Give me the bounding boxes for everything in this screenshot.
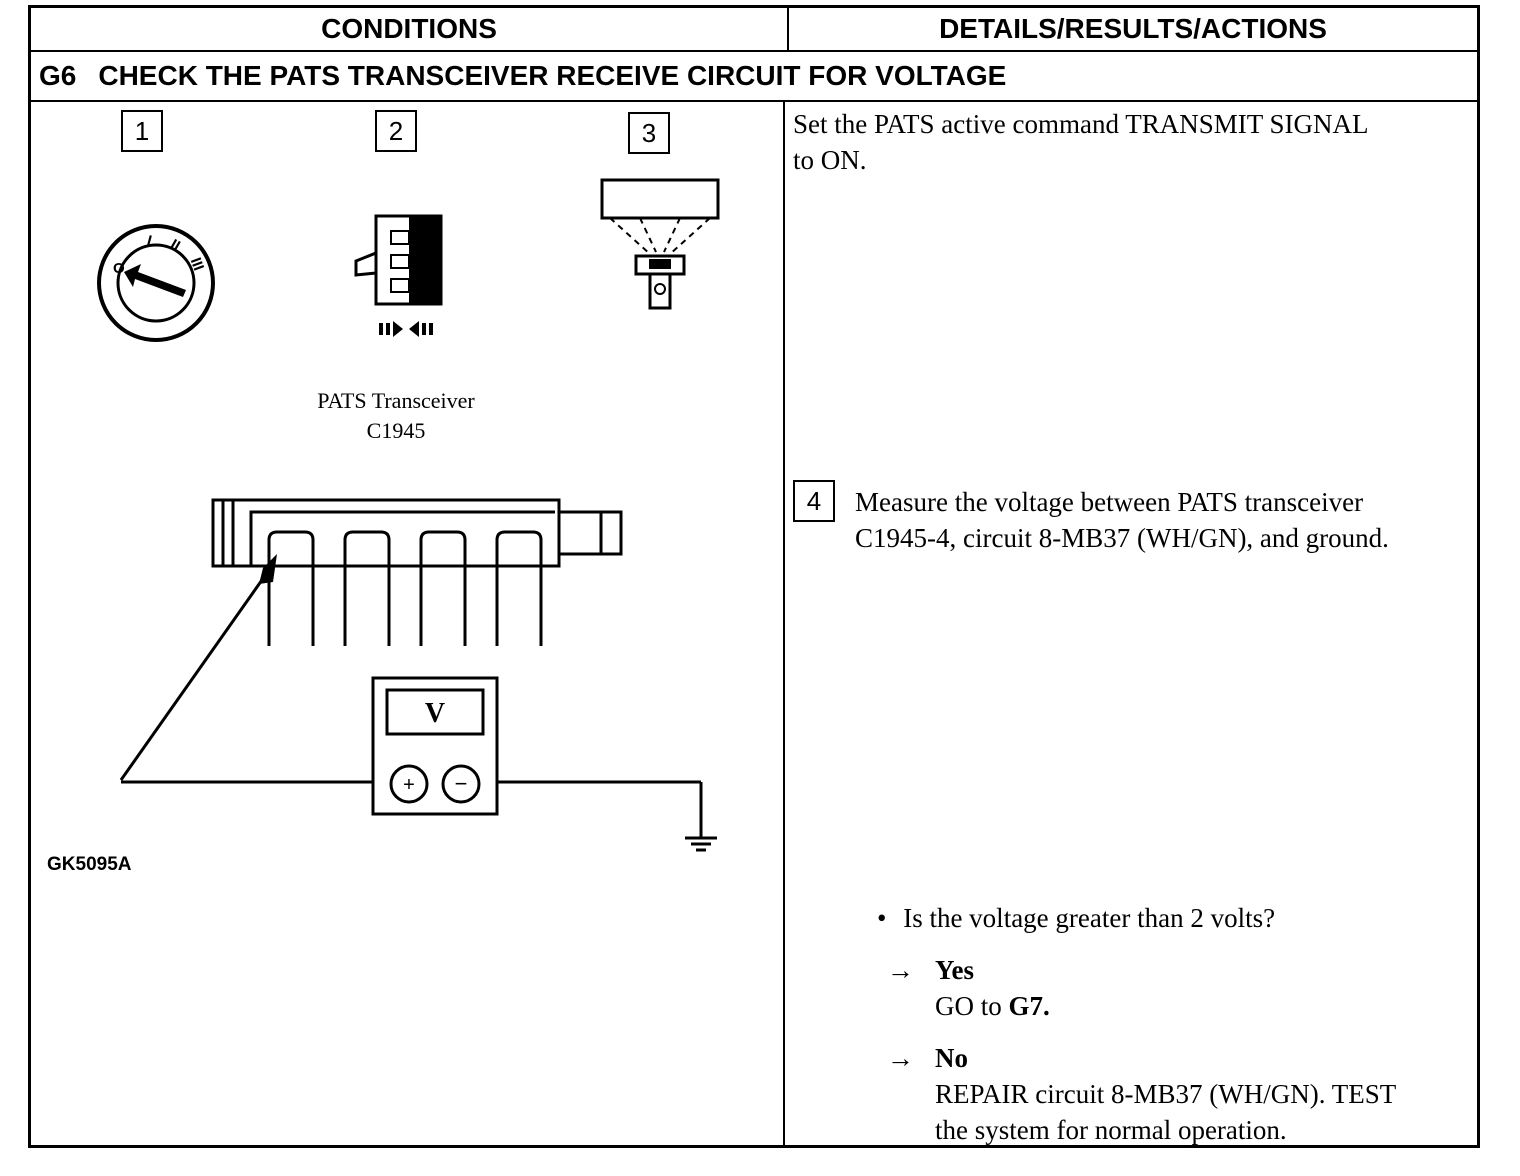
details-header: DETAILS/RESULTS/ACTIONS xyxy=(789,8,1477,52)
instruction-4-line1: Measure the voltage between PATS transce… xyxy=(855,487,1364,517)
connector-label: PATS Transceiver C1945 xyxy=(271,386,521,446)
question-text: Is the voltage greater than 2 volts? xyxy=(903,903,1276,933)
ignition-pos-1: I xyxy=(145,232,153,250)
instruction-1: Set the PATS active command TRANSMIT SIG… xyxy=(793,106,1473,178)
no-arrow: → xyxy=(887,1043,914,1073)
connector-label-id: C1945 xyxy=(366,418,426,443)
step-title: CHECK THE PATS TRANSCEIVER RECEIVE CIRCU… xyxy=(98,60,1007,91)
voltage-measurement-diagram: V + − xyxy=(119,498,717,852)
step-code: G6 xyxy=(39,60,77,91)
connector-label-name: PATS Transceiver xyxy=(317,388,475,413)
step-number-1: 1 xyxy=(121,110,163,152)
step-number-4: 4 xyxy=(793,480,835,522)
instruction-4-line2: C1945-4, circuit 8-MB37 (WH/GN), and gro… xyxy=(855,523,1389,553)
no-label: No xyxy=(935,1043,968,1073)
meter-plus-terminal: + xyxy=(403,774,415,796)
meter-minus-terminal: − xyxy=(455,771,468,796)
figure-id: GK5095A xyxy=(47,854,132,875)
ignition-key-icon: O I II III xyxy=(97,224,215,342)
question: • Is the voltage greater than 2 volts? xyxy=(877,900,1437,936)
meter-display: V xyxy=(425,698,445,729)
ignition-pos-2: II xyxy=(167,236,183,255)
yes-ref: G7. xyxy=(1008,991,1050,1021)
diagnostic-table: CONDITIONS DETAILS/RESULTS/ACTIONS G6 CH… xyxy=(28,5,1480,1148)
instruction-1-line2: to ON. xyxy=(793,145,867,175)
conditions-header: CONDITIONS xyxy=(31,8,789,52)
ignition-pos-off: O xyxy=(113,260,125,277)
scan-tool-icon xyxy=(600,178,720,310)
no-text-line1: REPAIR circuit 8-MB37 (WH/GN). TEST xyxy=(935,1079,1397,1109)
instruction-4: Measure the voltage between PATS transce… xyxy=(855,484,1475,556)
yes-text: GO to xyxy=(935,991,1009,1021)
instruction-1-line1: Set the PATS active command TRANSMIT SIG… xyxy=(793,109,1369,139)
column-divider xyxy=(783,102,785,1148)
connector-disconnect-icon xyxy=(354,214,443,337)
no-branch: No REPAIR circuit 8-MB37 (WH/GN). TEST t… xyxy=(935,1040,1475,1148)
yes-arrow: → xyxy=(887,955,914,985)
question-bullet: • xyxy=(877,903,887,933)
no-text-line2: the system for normal operation. xyxy=(935,1115,1287,1145)
step-title-row: G6 CHECK THE PATS TRANSCEIVER RECEIVE CI… xyxy=(31,52,1477,102)
yes-branch: Yes GO to G7. xyxy=(935,952,1455,1024)
step-number-3: 3 xyxy=(628,112,670,154)
step-number-2: 2 xyxy=(375,110,417,152)
ignition-pos-3: III xyxy=(187,255,207,273)
yes-label: Yes xyxy=(935,955,974,985)
